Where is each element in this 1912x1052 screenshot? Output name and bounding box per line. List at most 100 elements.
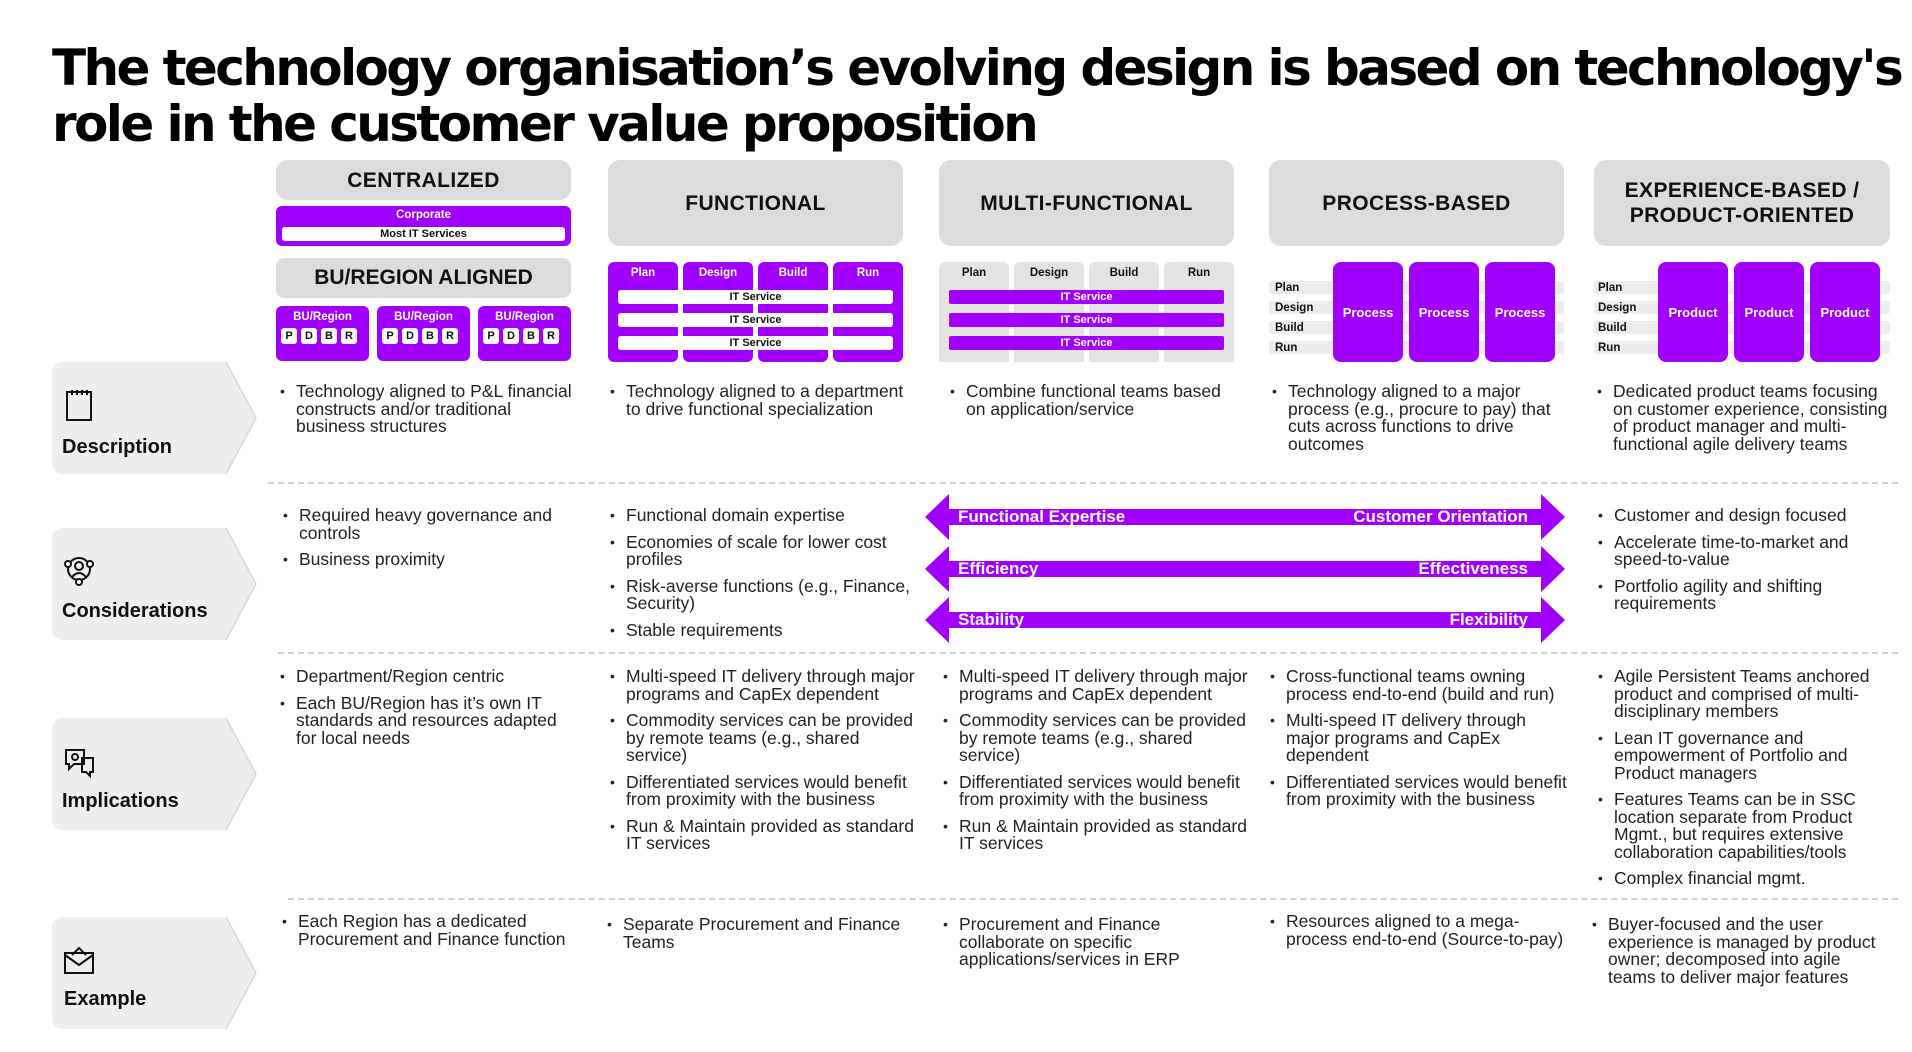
bullet: Dedicated product teams focusing on cust… <box>1597 382 1897 453</box>
column-header-functional: FUNCTIONAL <box>608 160 903 246</box>
page-title: The technology organisation’s evolving d… <box>52 40 1904 153</box>
bullet: Portfolio agility and shifting requireme… <box>1598 577 1898 613</box>
letter-d: D <box>402 328 418 344</box>
phase-label: Build <box>1598 322 1627 334</box>
letter-r: R <box>341 328 357 344</box>
column-title-line-1: EXPERIENCE-BASED / <box>1624 179 1860 202</box>
phase-label: Build <box>778 267 808 279</box>
implications-multi-functional: Multi-speed IT delivery through major pr… <box>943 667 1248 862</box>
bullet: Customer and design focused <box>1598 506 1898 525</box>
bullet: Lean IT governance and empowerment of Po… <box>1598 729 1898 783</box>
row-label-considerations: Considerations <box>62 600 208 622</box>
arrow-label-right: Customer Orientation <box>1353 507 1528 526</box>
process-diagram: Plan Design Build Run Process Process Pr… <box>1269 262 1564 362</box>
letter-b: B <box>321 328 337 344</box>
considerations-experience-based: Customer and design focused Accelerate t… <box>1598 506 1898 622</box>
implications-centralized: Department/Region centric Each BU/Region… <box>280 667 580 756</box>
tradeoff-arrow-1 <box>925 494 1565 540</box>
corporate-label: Corporate <box>396 209 451 221</box>
arrow-label-left: Efficiency <box>958 559 1039 578</box>
arrow-label-right: Flexibility <box>1449 610 1528 629</box>
bullet: Run & Maintain provided as standard IT s… <box>610 817 915 853</box>
bullet: Features Teams can be in SSC location se… <box>1598 790 1898 861</box>
row-divider <box>278 652 1898 654</box>
phase-label: Plan <box>961 267 987 279</box>
letter-b: B <box>422 328 438 344</box>
arrow-label-left: Stability <box>958 610 1025 629</box>
bu-region-box-2: BU/Region P D B R <box>377 306 470 361</box>
phase-label: Build <box>1109 267 1139 279</box>
product-box: Product <box>1658 262 1728 362</box>
phase-label: Run <box>1598 342 1621 354</box>
row-divider <box>268 482 1898 484</box>
it-service-bar: IT Service <box>949 290 1224 304</box>
phase-label: Design <box>698 267 738 279</box>
example-centralized: Each Region has a dedicated Procurement … <box>282 912 577 957</box>
bullet: Required heavy governance and controls <box>283 506 573 542</box>
process-label: Process <box>1342 304 1394 320</box>
column-header-multi-functional: MULTI-FUNCTIONAL <box>939 160 1234 246</box>
considerations-centralized: Required heavy governance and controls B… <box>283 506 573 578</box>
column-title: PROCESS-BASED <box>1322 191 1511 215</box>
example-experience-based: Buyer-focused and the user experience is… <box>1592 915 1892 995</box>
bullet: Separate Procurement and Finance Teams <box>607 915 907 951</box>
letter-p: P <box>483 328 499 344</box>
it-service-bar: IT Service <box>618 290 893 304</box>
bullet: Complex financial mgmt. <box>1598 869 1898 888</box>
bu-label: BU/Region <box>394 311 453 323</box>
bullet: Multi-speed IT delivery through major pr… <box>1270 711 1570 765</box>
title-line-2: role in the customer value proposition <box>52 95 1039 153</box>
bullet: Technology aligned to a department to dr… <box>610 382 910 418</box>
bullet: Economies of scale for lower cost profil… <box>610 533 910 569</box>
arrow-label-left: Functional Expertise <box>958 507 1126 526</box>
row-chevron <box>222 718 257 830</box>
product-label: Product <box>1668 304 1718 320</box>
bullet: Buyer-focused and the user experience is… <box>1592 915 1892 986</box>
product-label: Product <box>1820 304 1870 320</box>
phase-label: Design <box>1598 302 1637 314</box>
row-header-description <box>52 362 224 474</box>
column-title-line-2: PRODUCT-ORIENTED <box>1629 204 1855 227</box>
description-functional: Technology aligned to a department to dr… <box>610 382 910 427</box>
letter-r: R <box>543 328 559 344</box>
column-header-process-based: PROCESS-BASED <box>1269 160 1564 246</box>
bu-label: BU/Region <box>293 311 352 323</box>
it-service-bar: IT Service <box>618 313 893 327</box>
phase-label: Run <box>1275 342 1298 354</box>
bullet: Cross-functional teams owning process en… <box>1270 667 1570 703</box>
bullet: Combine functional teams based on applic… <box>950 382 1240 418</box>
example-functional: Separate Procurement and Finance Teams <box>607 915 907 960</box>
row-chevron <box>222 362 257 474</box>
multi-functional-diagram: Plan Design Build Run IT Service IT Serv… <box>939 262 1234 362</box>
description-experience-based: Dedicated product teams focusing on cust… <box>1597 382 1897 462</box>
bullet: Run & Maintain provided as standard IT s… <box>943 817 1248 853</box>
it-service-bar: IT Service <box>949 336 1224 350</box>
row-label-description: Description <box>62 436 173 458</box>
letter-d: D <box>301 328 317 344</box>
tradeoff-arrow-3 <box>925 597 1565 643</box>
row-label-implications: Implications <box>62 790 179 812</box>
implications-process-based: Cross-functional teams owning process en… <box>1270 667 1570 818</box>
row-divider <box>288 898 1898 900</box>
bu-label: BU/Region <box>495 311 554 323</box>
phase-label: Build <box>1275 322 1304 334</box>
bullet: Accelerate time-to-market and speed-to-v… <box>1598 533 1898 569</box>
bullet: Agile Persistent Teams anchored product … <box>1598 667 1898 721</box>
process-box: Process <box>1409 262 1479 362</box>
bullet: Commodity services can be provided by re… <box>610 711 915 765</box>
it-service-bar: IT Service <box>949 313 1224 327</box>
bullet: Procurement and Finance collaborate on s… <box>943 915 1243 969</box>
bullet: Business proximity <box>283 550 573 569</box>
row-label-example: Example <box>64 988 147 1010</box>
bullet: Resources aligned to a mega-process end-… <box>1270 912 1570 948</box>
letter-b: B <box>523 328 539 344</box>
it-service-bar: IT Service <box>618 336 893 350</box>
description-multi-functional: Combine functional teams based on applic… <box>950 382 1240 427</box>
bu-title: BU/REGION ALIGNED <box>314 266 533 289</box>
process-box: Process <box>1485 262 1555 362</box>
bullet: Differentiated services would benefit fr… <box>1270 773 1570 809</box>
bullet: Differentiated services would benefit fr… <box>610 773 915 809</box>
bu-region-box-1: BU/Region P D B R <box>276 306 369 361</box>
functional-diagram: Plan Design Build Run IT Service IT Serv… <box>608 262 903 362</box>
process-box: Process <box>1333 262 1403 362</box>
